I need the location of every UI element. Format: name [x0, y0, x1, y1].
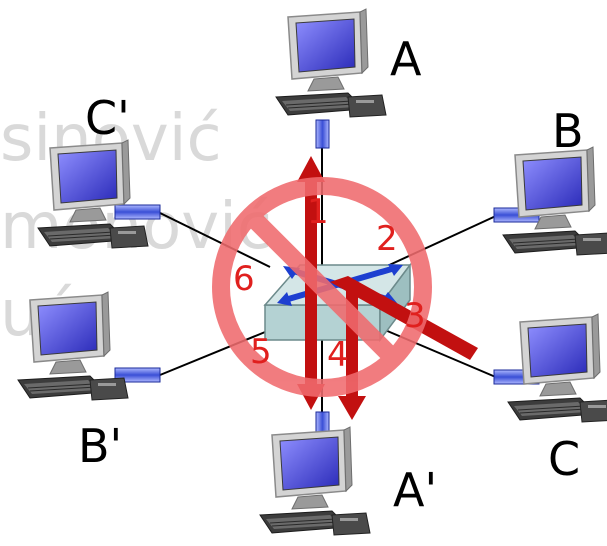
- port-number-label: 3: [404, 296, 426, 336]
- host-label-a: A: [390, 32, 422, 86]
- connector-b-prime: [114, 367, 161, 383]
- port-number-label: 4: [327, 335, 349, 375]
- host-label-c-prime: C': [85, 91, 130, 145]
- host-label-c: C: [548, 432, 580, 486]
- host-label-b-prime: B': [78, 419, 122, 473]
- connector-c-prime: [114, 204, 161, 220]
- host-label-b: B: [552, 104, 584, 158]
- port-number-label: 1: [307, 192, 329, 232]
- computer-icon: [17, 291, 129, 401]
- cable-c-prime: [159, 212, 271, 268]
- cable-b: [384, 214, 499, 268]
- computer-icon: [275, 8, 387, 118]
- connector-a: [315, 119, 330, 149]
- computer-icon: [259, 426, 371, 536]
- arrow-to-c: [330, 276, 478, 360]
- host-label-a-prime: A': [393, 463, 437, 517]
- port-number-label: 6: [233, 259, 255, 299]
- computer-icon: [507, 313, 607, 423]
- computer-icon: [502, 146, 607, 256]
- host-labels: A B C A' B' C': [78, 32, 584, 517]
- cable-b-prime: [159, 329, 271, 376]
- port-number-label: 2: [376, 219, 398, 259]
- arrow-head-up: [297, 156, 325, 182]
- port-numbers: 1 2 3 4 5 6: [233, 192, 426, 375]
- arrow-head-down: [338, 396, 366, 420]
- prohibition-icon: [212, 177, 432, 397]
- port-number-label: 5: [250, 332, 272, 372]
